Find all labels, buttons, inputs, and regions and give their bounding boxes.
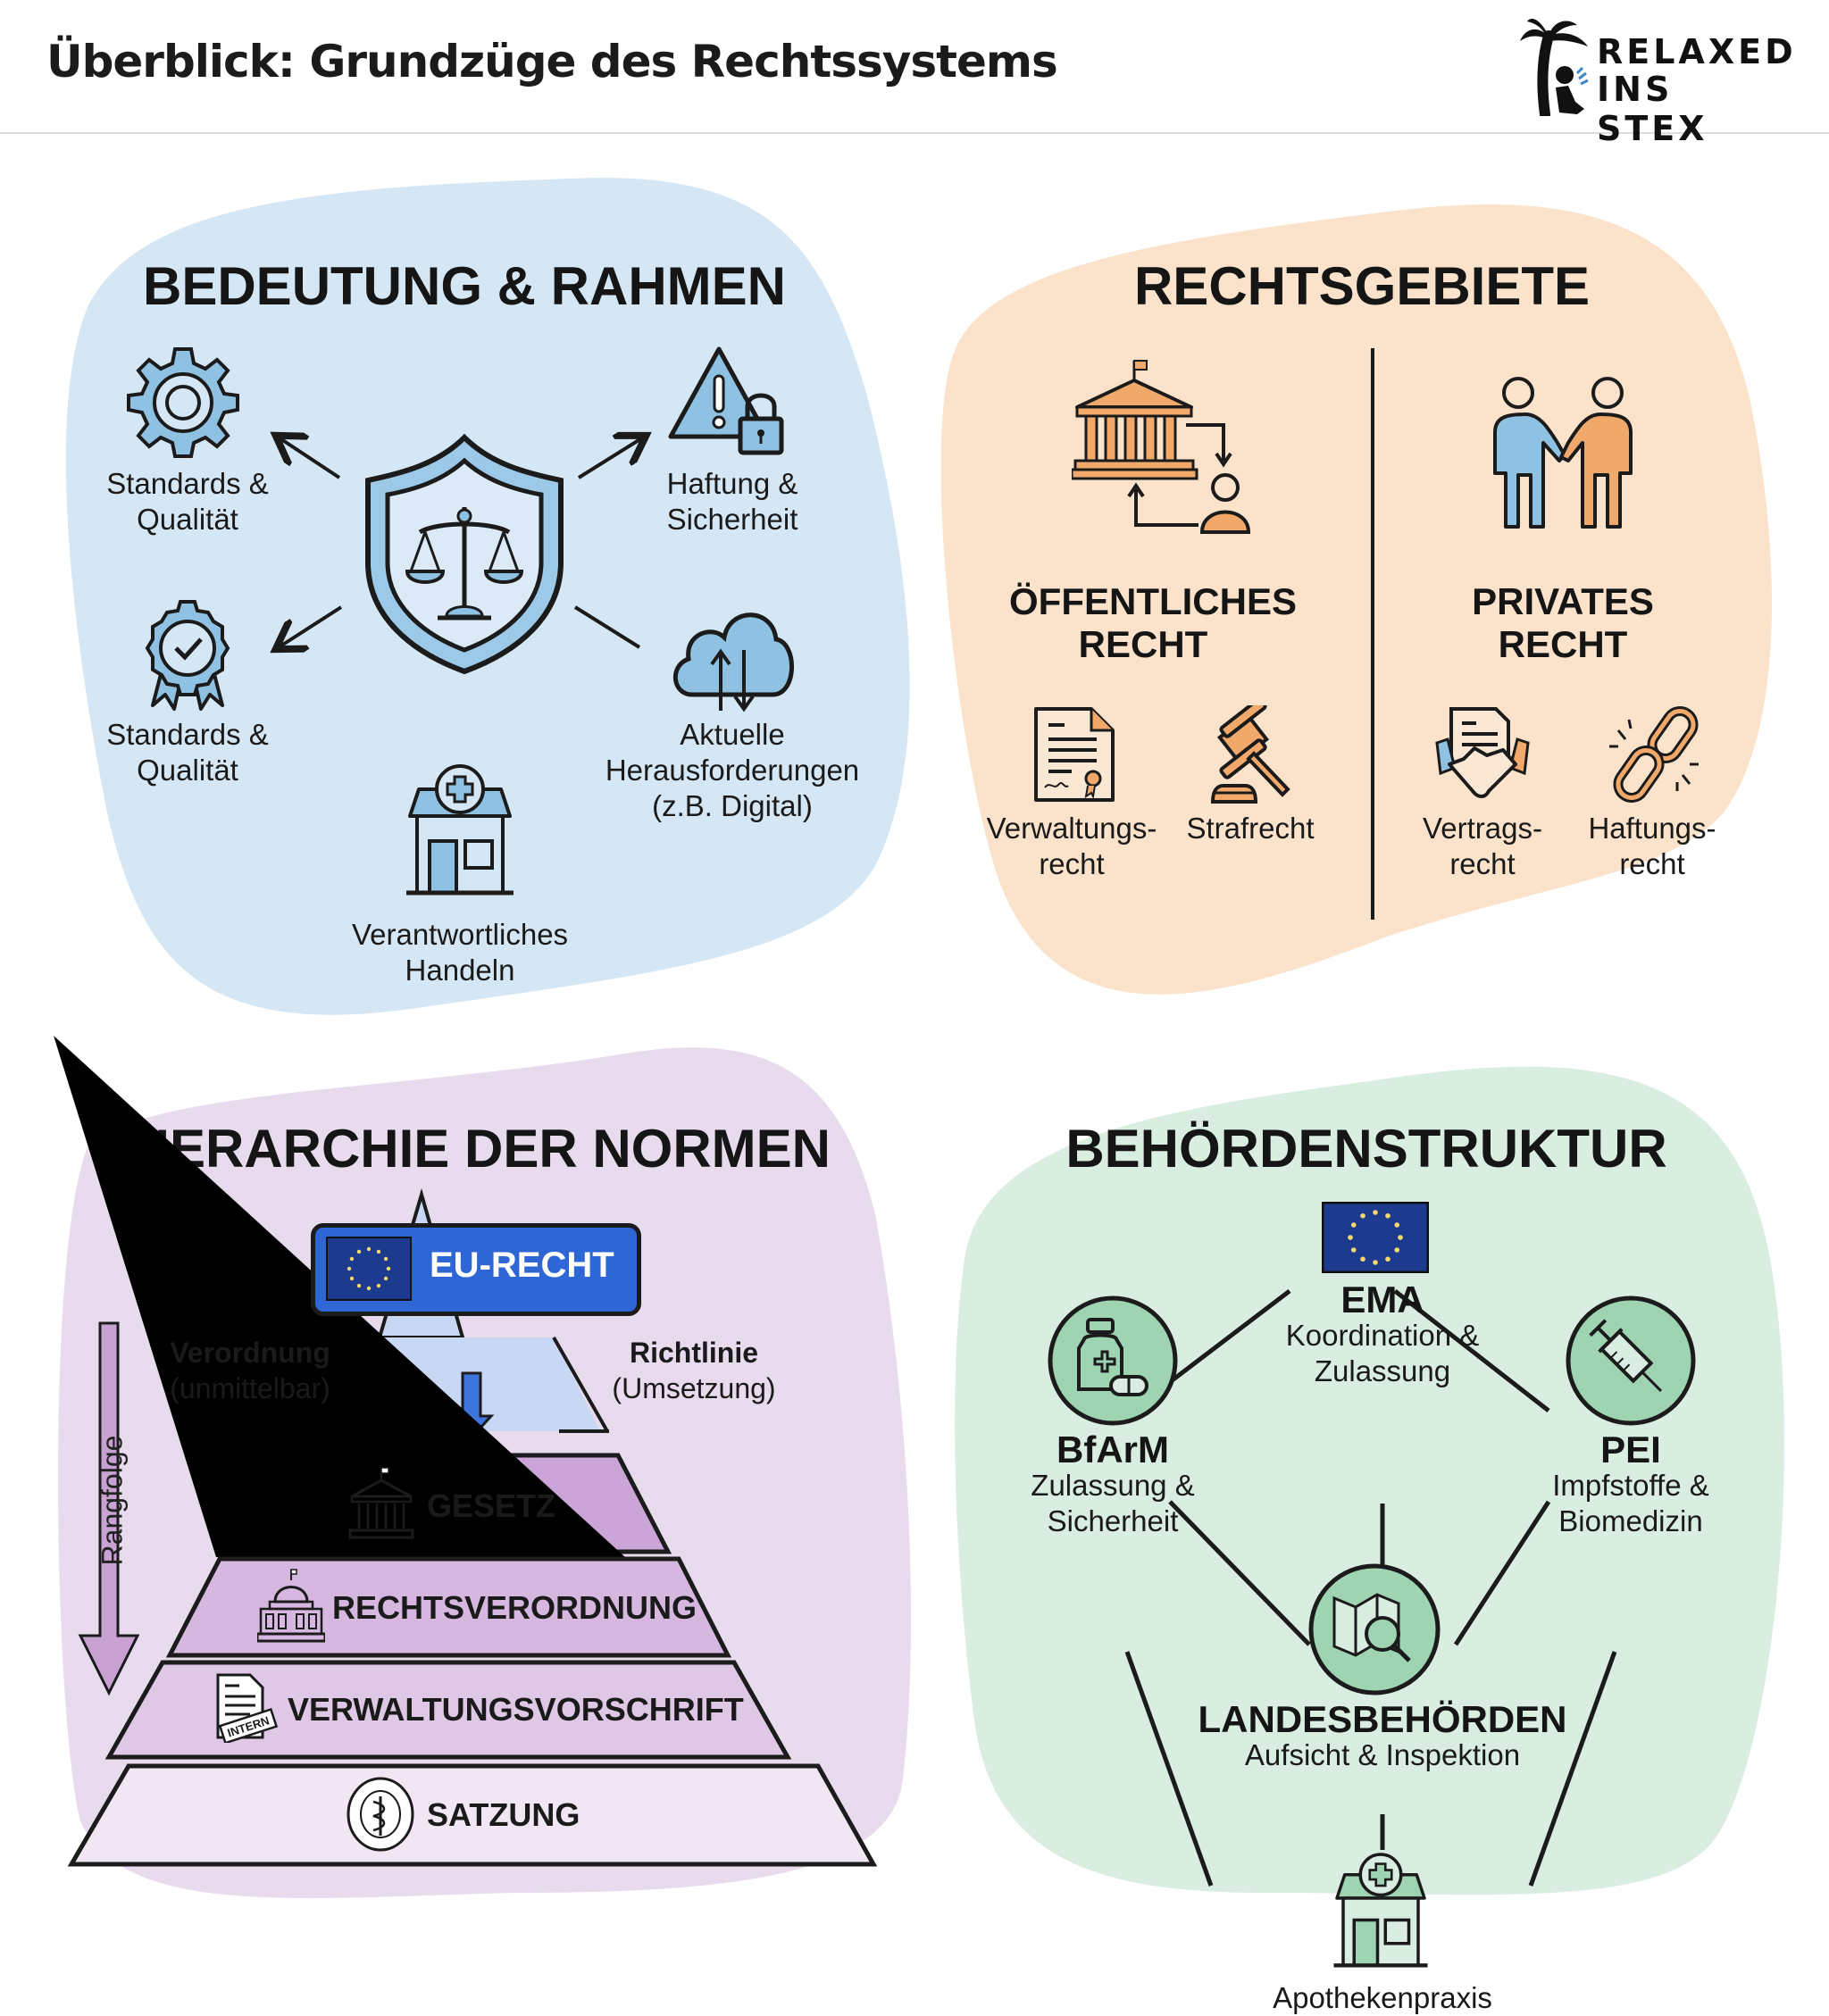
gear-icon (127, 347, 239, 458)
connector-lines (1124, 1289, 1617, 1887)
eu-star (347, 1266, 352, 1271)
eu-star (1360, 1212, 1365, 1219)
rank-arrow-icon (78, 1321, 140, 1696)
eu-star (376, 1249, 381, 1254)
pei-desc: Impfstoffe &Biomedizin (1552, 1469, 1709, 1537)
sub-label: Strafrecht (1186, 812, 1315, 845)
eu-star (386, 1266, 391, 1271)
contract-handshake-icon (1435, 707, 1530, 798)
tier-label-rechtsverordnung: RECHTSVERORDNUNG (332, 1589, 697, 1626)
gavel-icon (1210, 705, 1290, 804)
syringe-icon (1566, 1295, 1696, 1426)
tier-label-satzung: SATZUNG (427, 1796, 580, 1833)
panel-bedeutung: BEDEUTUNG & RAHMEN Standards &Qualität (36, 170, 911, 1036)
capitol-dome-icon (257, 1569, 325, 1643)
tier-label-gesetz: GESETZ (427, 1487, 556, 1524)
panel-title: BEDEUTUNG & RAHMEN (143, 256, 786, 316)
eu-star (366, 1246, 372, 1252)
richtlinie-note: Richtlinie (Umsetzung) (612, 1337, 776, 1404)
eu-star (366, 1286, 372, 1291)
sub-label: Verwaltungs-recht (986, 812, 1157, 880)
eu-star (1385, 1256, 1391, 1262)
map-search-icon (1308, 1563, 1441, 1695)
sub-label: Haftungs-recht (1588, 812, 1716, 880)
eu-star (1350, 1222, 1357, 1228)
laender-desc: Aufsicht & Inspektion (1244, 1738, 1521, 1771)
government-citizen-icon (1072, 360, 1251, 534)
pharmacy-icon (406, 764, 514, 896)
eu-star (1398, 1235, 1403, 1240)
divider (1371, 348, 1374, 920)
eu-star (1394, 1222, 1400, 1228)
laender-name: LANDESBEHÖRDEN (1198, 1698, 1567, 1740)
award-badge-icon (145, 600, 230, 711)
logo-line-1: RELAXED (1597, 32, 1797, 71)
apotheke-name: Apothekenpraxis (1273, 1981, 1492, 2014)
eu-star (1394, 1247, 1400, 1253)
people-handshake-icon (1493, 377, 1633, 529)
panel-behoerden: BEHÖRDENSTRUKTUR EMA Koordination &Zulas… (929, 1036, 1804, 2014)
eu-flag-icon (1322, 1202, 1429, 1273)
item-label: Standards &Qualität (106, 467, 269, 536)
eu-star (383, 1276, 388, 1281)
tier-label-verwaltungsvorschrift: VERWALTUNGSVORSCHRIFT (288, 1691, 744, 1728)
tier-verwaltungsvorschrift (104, 1660, 792, 1760)
eu-star (1373, 1260, 1378, 1265)
eu-star (383, 1256, 388, 1262)
parliament-icon (348, 1467, 414, 1539)
bfarm-name: BfArM (1056, 1429, 1169, 1470)
eu-star (356, 1249, 362, 1254)
eu-flag-icon (326, 1237, 412, 1301)
eu-star (376, 1283, 381, 1288)
item-label: Haftung &Sicherheit (666, 467, 798, 536)
palm-tree-reader-icon (1520, 19, 1589, 116)
header: Überblick: Grundzüge des Rechtssystems R… (0, 0, 1829, 148)
bfarm-desc: Zulassung &Sicherheit (1031, 1469, 1195, 1537)
item-label: Standards &Qualität (106, 718, 269, 787)
panel-title: HIERARCHIE DER NORMEN (115, 1119, 831, 1179)
eu-star (1360, 1256, 1365, 1262)
eu-star (1373, 1210, 1378, 1215)
verordnung-note: Verordnung (unmittelbar) (170, 1337, 330, 1404)
eu-star (349, 1276, 355, 1281)
certificate-document-icon (1034, 707, 1115, 802)
eu-star (1385, 1212, 1391, 1219)
cloud-sync-icon (672, 612, 794, 712)
intern-document-icon: INTERN (216, 1673, 279, 1743)
eu-star (1348, 1235, 1353, 1240)
logo-line-2: INS STEX (1597, 70, 1708, 148)
panel-background (955, 1066, 1784, 1895)
panel-hierarchie: HIERARCHIE DER NORMEN EU-RECHT Verordnun… (54, 1036, 929, 1929)
ema-desc: Koordination &Zulassung (1285, 1319, 1480, 1387)
rank-label: Rangfolge (96, 1435, 129, 1566)
sub-label: Vertrags-recht (1423, 812, 1542, 880)
shield-scales-icon (365, 433, 564, 675)
logo[interactable]: RELAXED INS STEX (1518, 16, 1793, 148)
connector-arrows (36, 170, 911, 1036)
ema-name: EMA (1340, 1279, 1424, 1320)
professional-seal-icon (347, 1777, 414, 1852)
pei-name: PEI (1600, 1429, 1661, 1470)
panel-title: RECHTSGEBIETE (1133, 256, 1591, 316)
warning-lock-icon (668, 346, 784, 455)
eu-recht-box: EU-RECHT (311, 1223, 641, 1316)
medicine-bottle-icon (1048, 1295, 1178, 1426)
tier-satzung (67, 1763, 878, 1867)
page-title: Überblick: Grundzüge des Rechtssystems (46, 36, 1058, 87)
eu-recht-label: EU-RECHT (430, 1245, 614, 1285)
panel-title: BEHÖRDENSTRUKTUR (1065, 1119, 1667, 1179)
pyramid (54, 1036, 878, 1867)
eu-star (1350, 1247, 1357, 1253)
eu-star (356, 1283, 362, 1288)
broken-chain-icon (1609, 706, 1699, 803)
tier-rechtsverordnung (165, 1556, 732, 1658)
pharmacy-icon (1333, 1853, 1428, 1968)
eu-star (349, 1256, 355, 1262)
